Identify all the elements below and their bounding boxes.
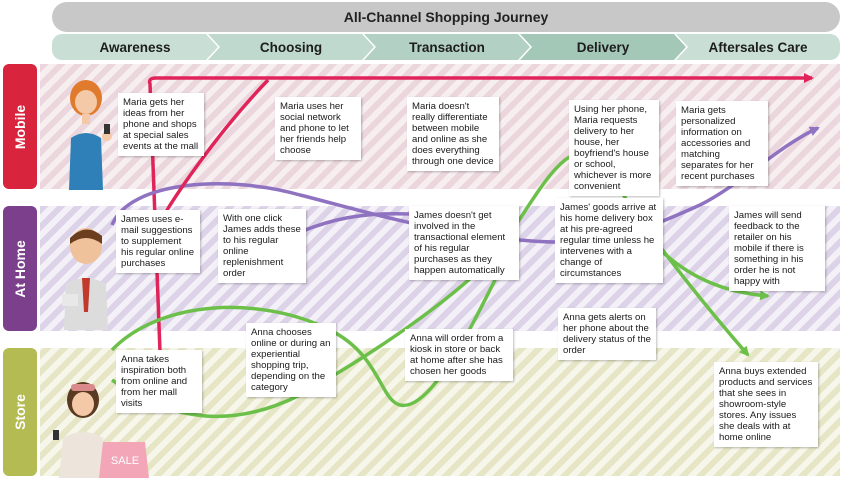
stage-delivery: Delivery: [520, 34, 686, 60]
anna-illustration: SALE: [53, 382, 149, 478]
stage-choosing: Choosing: [208, 34, 374, 60]
maria-illustration: [69, 80, 112, 190]
sale-bag-text: SALE: [111, 455, 139, 467]
note-store-delivery: Anna gets alerts on her phone about the …: [558, 308, 656, 360]
note-mobile-delivery: Using her phone, Maria requests delivery…: [569, 100, 659, 196]
note-home-choosing: With one click James adds these to his r…: [218, 209, 306, 283]
note-mobile-aftersales: Maria gets personalized information on a…: [676, 101, 768, 186]
note-mobile-awareness: Maria gets her ideas from her phone and …: [118, 93, 204, 156]
row-label-store: Store: [3, 348, 37, 476]
note-home-transaction: James doesn't get involved in the transa…: [409, 206, 519, 280]
maria-path: [147, 73, 814, 353]
row-label-mobile: Mobile: [3, 64, 37, 189]
note-store-transaction: Anna will order from a kiosk in store or…: [405, 329, 513, 381]
row-label-at-home: At Home: [3, 206, 37, 331]
journey-title: All-Channel Shopping Journey: [52, 2, 840, 32]
james-illustration: [62, 228, 108, 330]
note-store-awareness: Anna takes inspiration both from online …: [116, 350, 202, 413]
note-home-aftersales: James will send feedback to the retailer…: [729, 206, 825, 291]
stage-transaction: Transaction: [364, 34, 530, 60]
note-home-awareness: James uses e-mail suggestions to supplem…: [116, 210, 200, 273]
stage-aftersales-care: Aftersales Care: [676, 34, 840, 60]
note-home-delivery: James' goods arrive at his home delivery…: [555, 198, 663, 283]
note-store-choosing: Anna chooses online or during an experie…: [246, 323, 336, 397]
note-mobile-transaction: Maria doesn't really differentiate betwe…: [407, 97, 499, 171]
note-mobile-choosing: Maria uses her social network and phone …: [275, 97, 361, 160]
james-path-branch: [299, 211, 411, 234]
stage-awareness: Awareness: [52, 34, 218, 60]
note-store-aftersales: Anna buys extended products and services…: [714, 362, 818, 447]
